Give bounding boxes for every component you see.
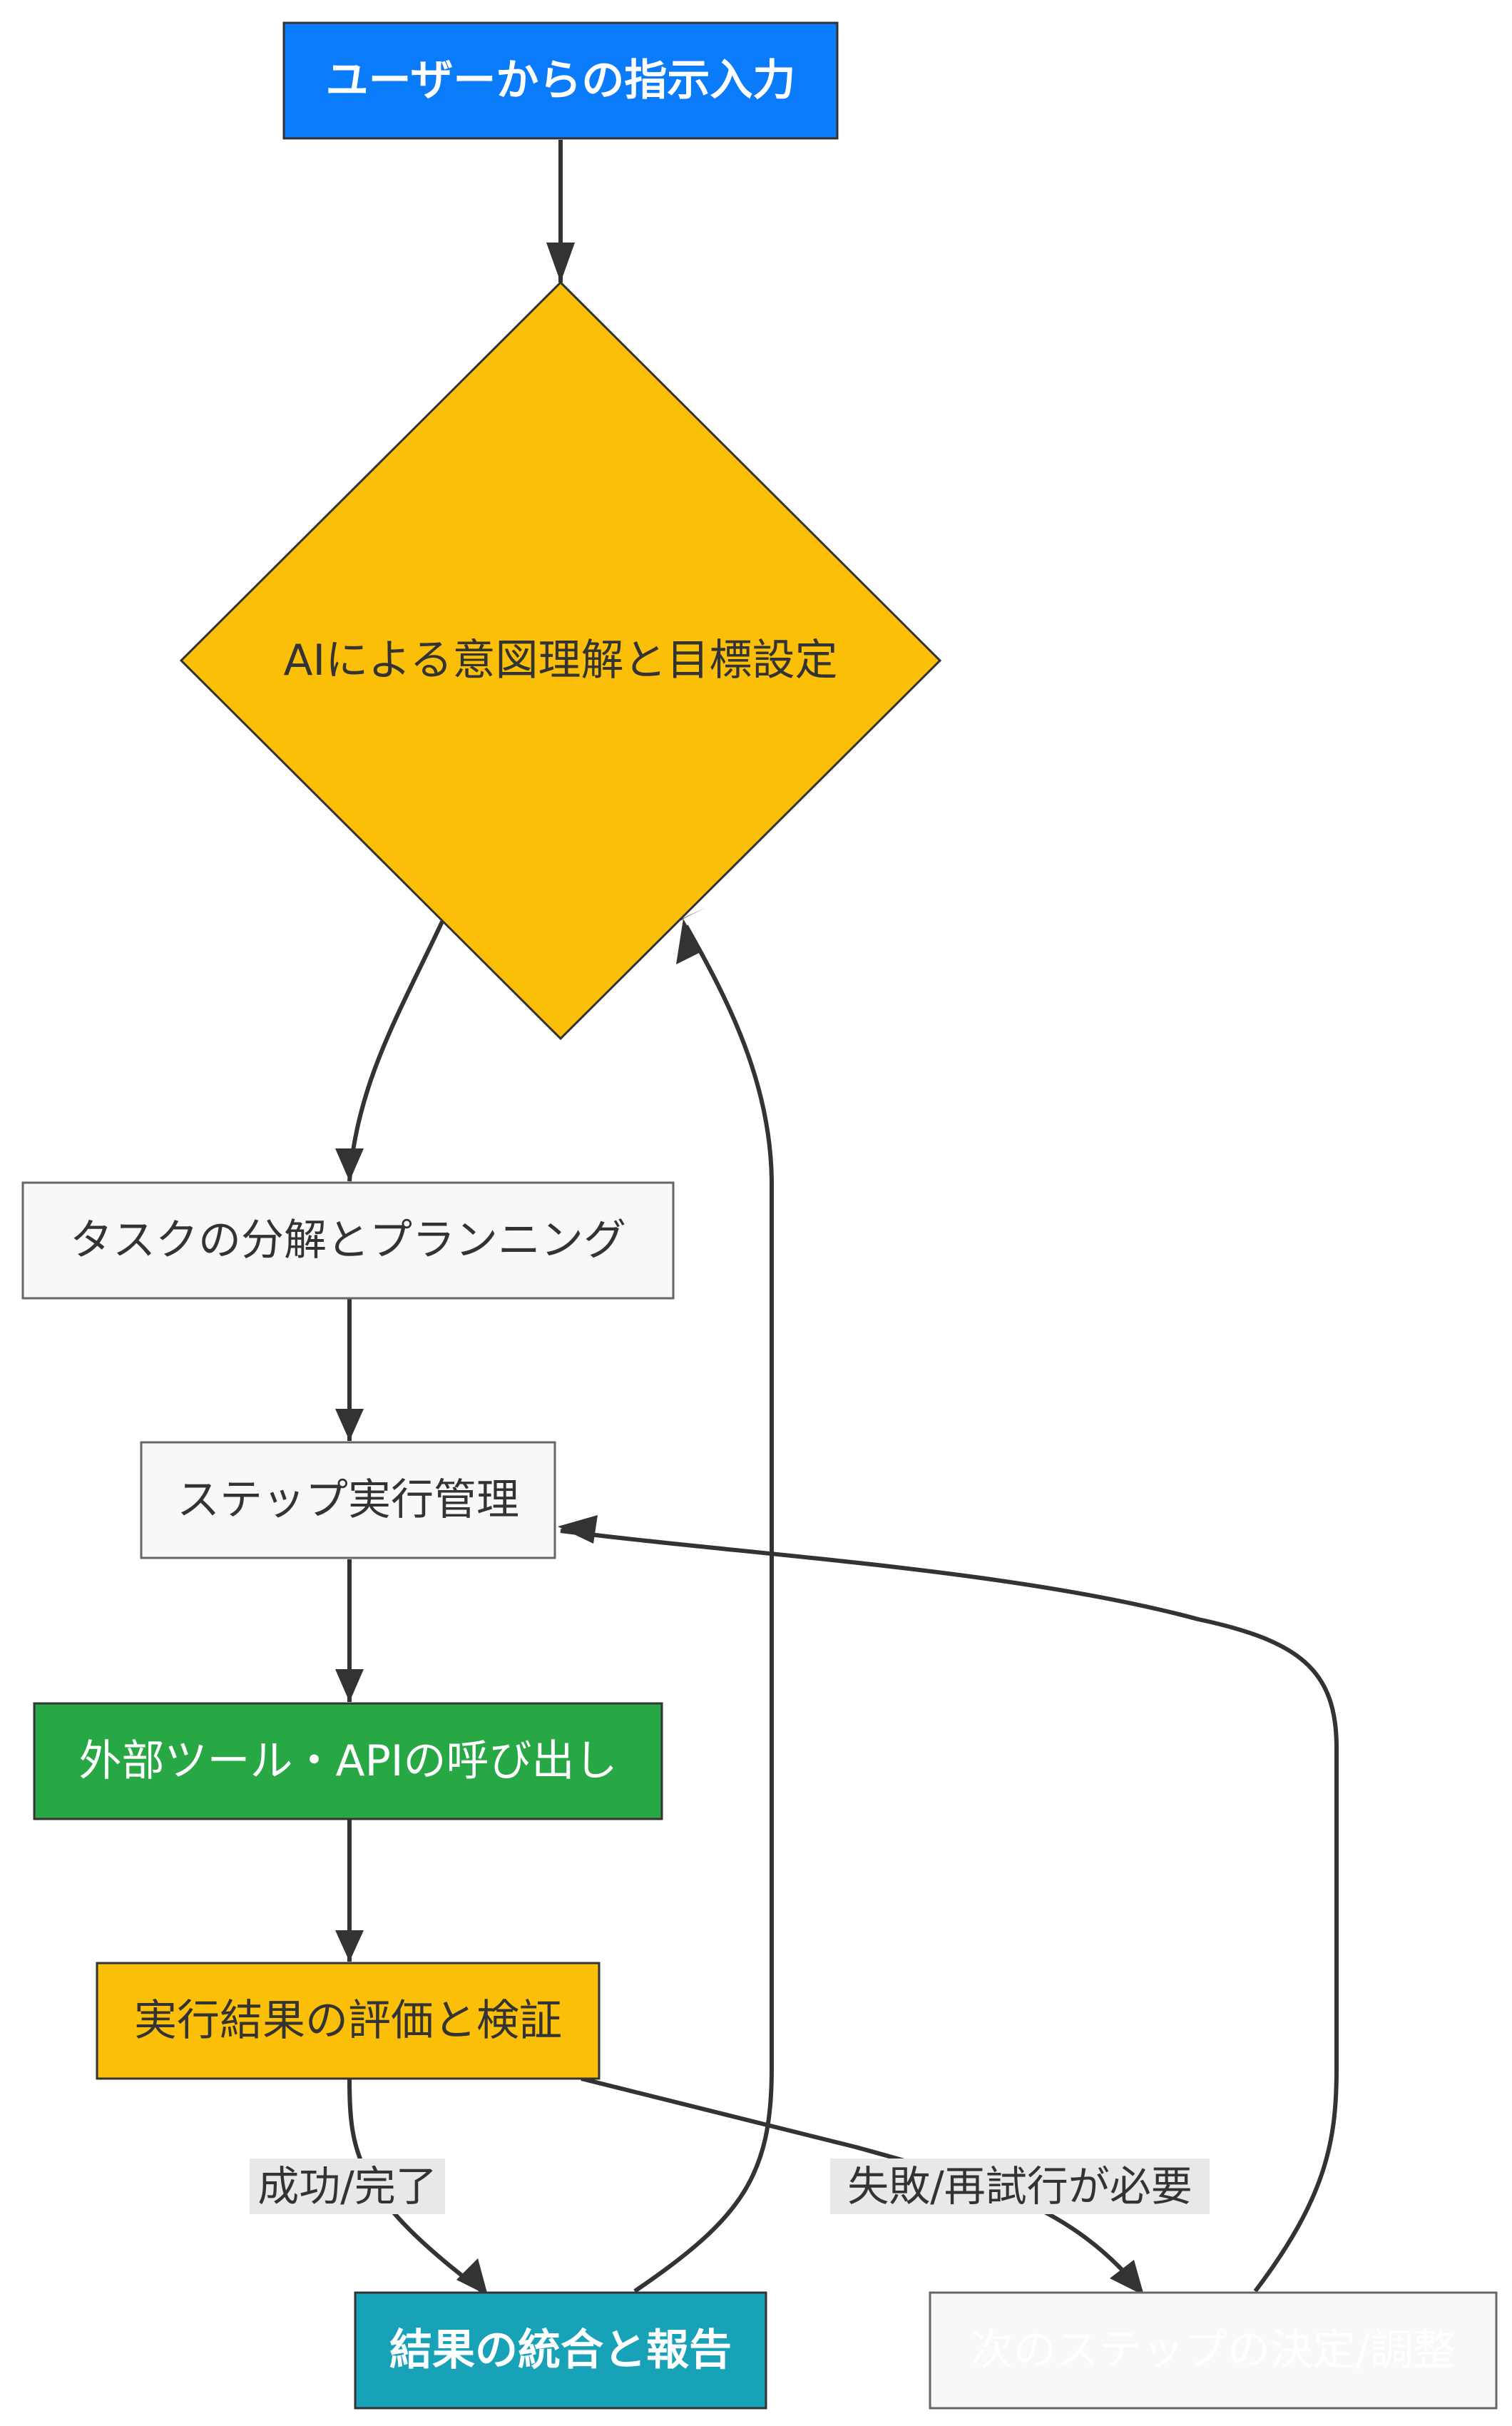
edge-label-success-bg	[250, 2159, 445, 2214]
arrowheads	[335, 243, 1144, 2295]
edge-intent-to-planning	[347, 920, 444, 1182]
node-evaluation-box	[96, 1962, 601, 2080]
node-next-step-box	[929, 2291, 1498, 2410]
node-next-step: 次のステップの決定/調整	[971, 2325, 1456, 2375]
arrowhead-evaluation	[335, 1930, 364, 1962]
edge-label-failure-bg	[830, 2159, 1210, 2214]
arrowhead-intent-return-main	[676, 919, 702, 964]
arrowhead-integration	[456, 2258, 488, 2295]
node-integration: 結果の統合と報告	[389, 2325, 732, 2375]
node-step-management: ステップ実行管理	[177, 1475, 519, 1525]
node-tool-call-box	[33, 1702, 663, 1820]
arrowhead-nextstep	[1110, 2260, 1144, 2295]
arrowhead-management-return	[558, 1515, 598, 1544]
arrowhead-management	[335, 1409, 364, 1441]
node-ai-intent: AIによる意図理解と目標設定	[284, 636, 838, 686]
edge-evaluation-to-nextstep	[581, 2076, 1143, 2293]
arrowhead-tool	[335, 1669, 364, 1702]
arrowhead-intent-top	[546, 243, 575, 282]
node-evaluation: 実行結果の評価と検証	[134, 1996, 562, 2046]
edge-nextstep-to-management	[560, 1529, 1339, 2293]
arrowhead-intent-return	[679, 907, 706, 920]
edge-label-success: 成功/完了	[257, 2162, 437, 2211]
node-task-planning-box	[21, 1181, 675, 1300]
node-task-planning: タスクの分解とプランニング	[70, 1215, 626, 1265]
node-integration-box	[354, 2291, 767, 2410]
arrowhead-planning	[335, 1148, 364, 1181]
node-step-management-box	[140, 1441, 556, 1559]
node-user-input: ユーザーからの指示入力	[326, 56, 796, 106]
node-tool-call: 外部ツール・APIの呼び出し	[79, 1736, 618, 1786]
edge-label-failure: 失敗/再試行が必要	[847, 2162, 1192, 2211]
edge-integration-to-intent	[633, 924, 774, 2293]
node-ai-intent-diamond	[179, 280, 942, 1041]
node-user-input-box	[282, 21, 839, 140]
